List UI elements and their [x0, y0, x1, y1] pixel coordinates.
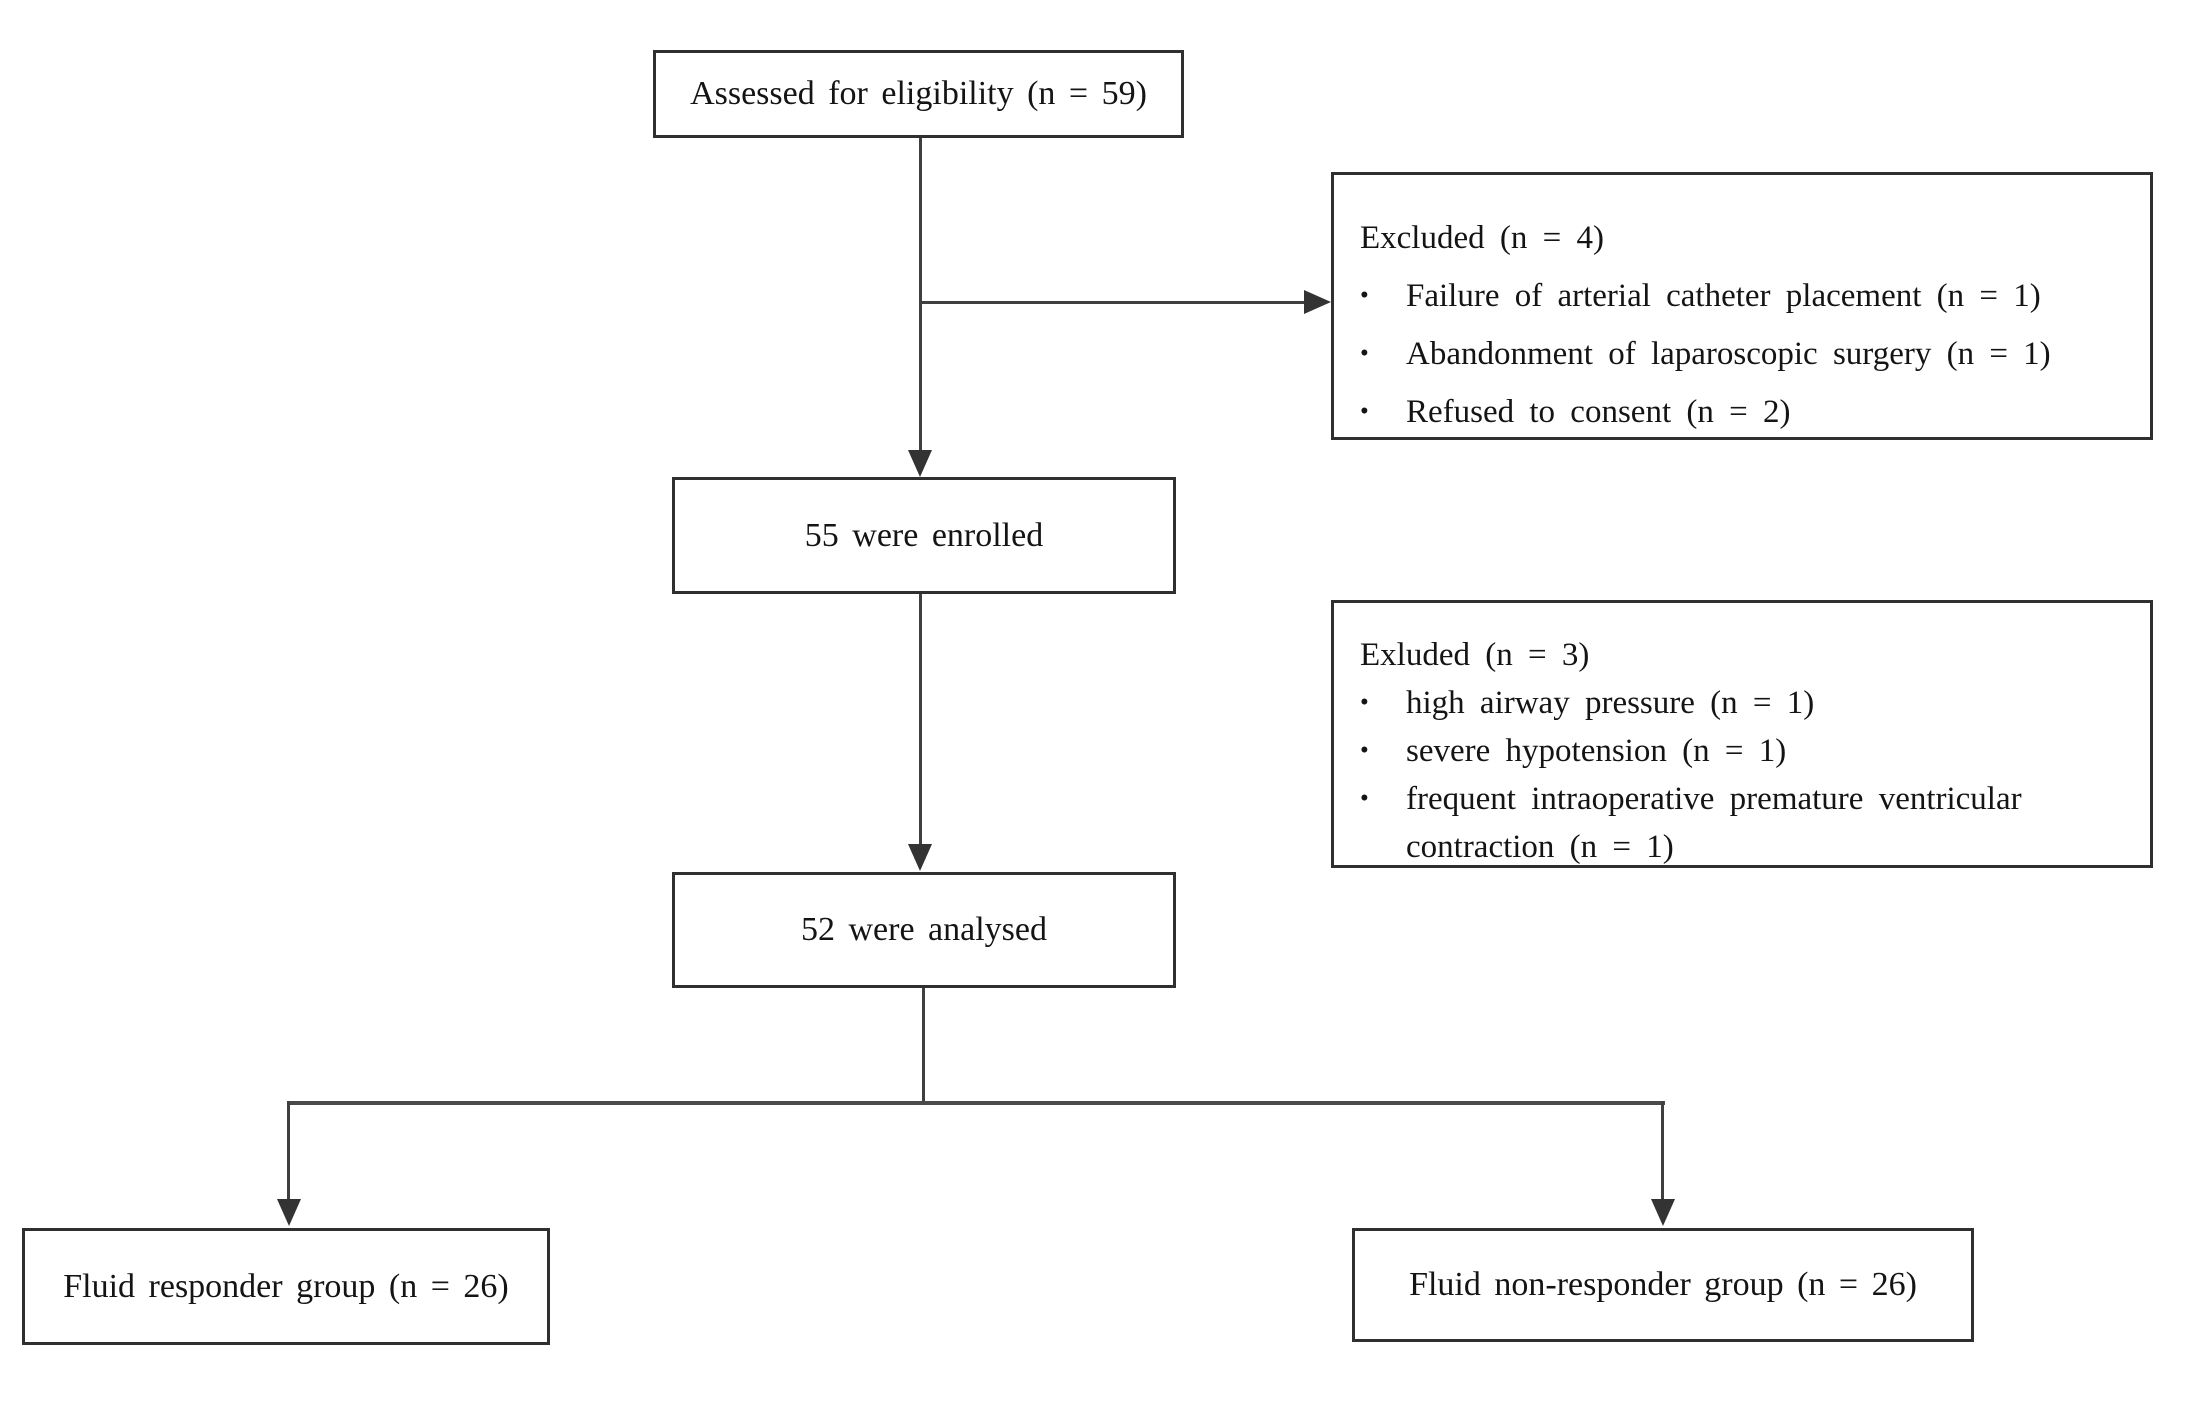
arrowhead-down-icon — [908, 844, 932, 871]
bullet-icon: • — [1360, 689, 1369, 716]
excluded-top-item-text: Failure of arterial catheter placement (… — [1406, 278, 2041, 314]
arrowhead-down-icon — [908, 450, 932, 477]
responder-label: Fluid responder group (n = 26) — [63, 1267, 509, 1305]
arrowhead-right-icon — [1304, 290, 1331, 314]
box-excluded-before-enrollment: Excluded (n = 4) • Failure of arterial c… — [1331, 172, 2153, 440]
connector-assessed-to-enrolled — [919, 138, 922, 456]
excluded-mid-item: • high airway pressure (n = 1) — [1360, 679, 2124, 727]
box-excluded-after-enrollment: Exluded (n = 3) • high airway pressure (… — [1331, 600, 2153, 868]
box-fluid-non-responder-group: Fluid non-responder group (n = 26) — [1352, 1228, 1974, 1342]
connector-enrolled-to-analysed — [919, 594, 922, 846]
connector-split-to-non-responder — [1661, 1101, 1664, 1201]
excluded-top-item: • Refused to consent (n = 2) — [1360, 383, 2124, 441]
bullet-icon: • — [1360, 282, 1369, 309]
excluded-top-item: • Failure of arterial catheter placement… — [1360, 267, 2124, 325]
non-responder-label: Fluid non-responder group (n = 26) — [1409, 1266, 1917, 1303]
excluded-mid-item: • severe hypotension (n = 1) — [1360, 727, 2124, 775]
excluded-mid-title: Exluded (n = 3) — [1360, 637, 1590, 673]
excluded-top-item-text: Refused to consent (n = 2) — [1406, 394, 1791, 430]
analysed-label: 52 were analysed — [800, 911, 1047, 948]
excluded-mid-item-text: frequent intraoperative premature ventri… — [1406, 781, 2022, 865]
arrowhead-down-icon — [277, 1199, 301, 1226]
box-analysed: 52 were analysed — [672, 872, 1176, 988]
connector-analysed-to-split — [922, 988, 925, 1104]
connector-split-to-responder — [287, 1101, 290, 1201]
connector-split-bar — [287, 1101, 1665, 1105]
bullet-icon: • — [1360, 737, 1369, 764]
excluded-top-title: Excluded (n = 4) — [1360, 220, 1604, 256]
arrowhead-down-icon — [1651, 1199, 1675, 1226]
enrolled-label: 55 were enrolled — [804, 516, 1044, 554]
excluded-top-item: • Abandonment of laparoscopic surgery (n… — [1360, 325, 2124, 383]
excluded-top-item-text: Abandonment of laparoscopic surgery (n =… — [1406, 336, 2051, 372]
box-fluid-responder-group: Fluid responder group (n = 26) — [22, 1228, 550, 1345]
assessed-label: Assessed for eligibility (n = 59) — [690, 75, 1147, 112]
excluded-mid-item-text: high airway pressure (n = 1) — [1406, 685, 1815, 721]
excluded-mid-item: • frequent intraoperative premature vent… — [1360, 775, 2124, 871]
box-enrolled: 55 were enrolled — [672, 477, 1176, 594]
bullet-icon: • — [1360, 785, 1369, 812]
connector-branch-to-excluded — [919, 301, 1305, 304]
bullet-icon: • — [1360, 340, 1369, 367]
bullet-icon: • — [1360, 398, 1369, 425]
excluded-mid-item-text: severe hypotension (n = 1) — [1406, 733, 1787, 769]
box-assessed-for-eligibility: Assessed for eligibility (n = 59) — [653, 50, 1184, 138]
